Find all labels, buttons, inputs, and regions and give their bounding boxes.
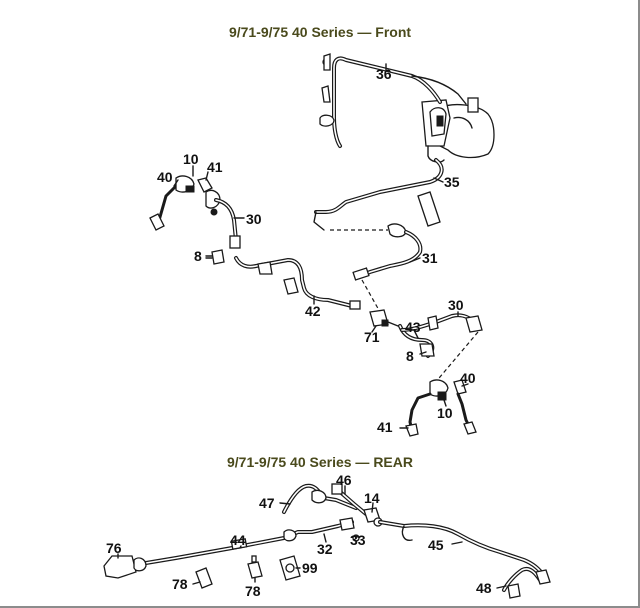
callout-35: 35 (444, 174, 460, 190)
callout-40-right: 40 (460, 370, 476, 386)
junction-bracket (387, 191, 441, 238)
brake-line-43 (398, 324, 435, 358)
brake-hose-30-right (400, 313, 483, 333)
brake-line-36 (319, 53, 467, 148)
rear-leader-lines (117, 485, 507, 589)
callout-41-right: 41 (377, 419, 393, 435)
callout-31: 31 (422, 250, 438, 266)
part-78-clips (195, 555, 263, 589)
callout-32: 32 (317, 541, 333, 557)
callout-8-lower: 8 (406, 348, 414, 364)
callout-40-left: 40 (157, 169, 173, 185)
brake-hose-30-left (214, 198, 241, 249)
connector-dashed-3 (433, 331, 479, 385)
brake-hose-31 (352, 230, 423, 281)
brake-line-42 (234, 256, 361, 310)
brake-line-45 (378, 520, 546, 578)
callout-71: 71 (364, 329, 380, 345)
front-leader-lines (173, 63, 469, 429)
part-76-bracket (103, 555, 147, 579)
callout-33: 33 (350, 532, 366, 548)
callout-14: 14 (364, 490, 380, 506)
front-section-title: 9/71-9/75 40 Series — Front (228, 24, 412, 40)
brake-line-47 (282, 483, 358, 514)
part-99-bracket (279, 555, 301, 581)
brake-line-44-32 (138, 517, 360, 566)
callout-99: 99 (302, 560, 318, 576)
callout-76: 76 (106, 540, 122, 556)
callout-43: 43 (405, 319, 421, 335)
left-front-caliper-lines (149, 175, 221, 231)
master-cylinder-assembly (421, 97, 495, 163)
callout-78-left: 78 (172, 576, 188, 592)
callout-30-left: 30 (246, 211, 262, 227)
connector-dashed-2 (361, 279, 381, 313)
callout-47: 47 (259, 495, 275, 511)
rear-section-title: 9/71-9/75 40 Series — REAR (227, 454, 413, 470)
brake-line-35 (313, 158, 444, 231)
brake-line-48 (502, 567, 551, 599)
right-front-caliper-lines (405, 379, 477, 437)
callout-46: 46 (336, 472, 352, 488)
callout-41-left: 41 (207, 159, 223, 175)
callout-48: 48 (476, 580, 492, 596)
callout-8-upper: 8 (194, 248, 202, 264)
callout-78-right: 78 (245, 583, 261, 599)
callout-45: 45 (428, 537, 444, 553)
junction-block-71 (369, 309, 399, 327)
clip-8-upper (205, 249, 225, 265)
callout-42: 42 (305, 303, 321, 319)
callout-10-right: 10 (437, 405, 453, 421)
callout-30-right: 30 (448, 297, 464, 313)
callout-44: 44 (230, 532, 246, 548)
callout-36: 36 (376, 66, 392, 82)
callout-10-left: 10 (183, 151, 199, 167)
